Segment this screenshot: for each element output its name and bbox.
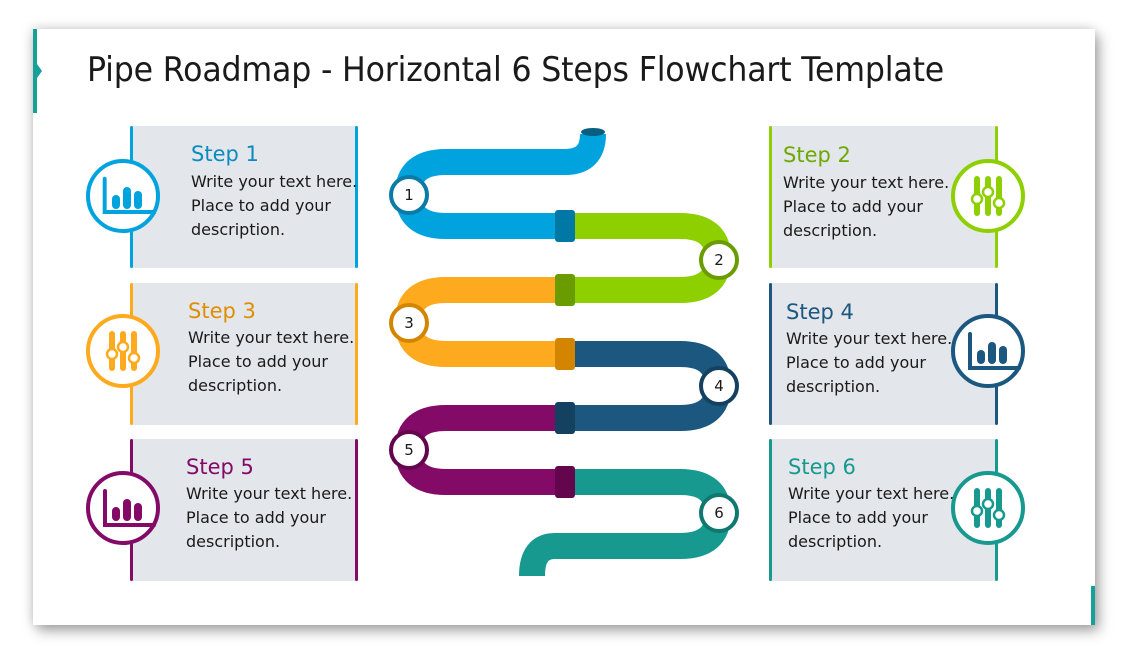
step-heading: Step 2 xyxy=(783,143,851,167)
bar-chart-icon xyxy=(102,176,156,214)
step-node-6: 6 xyxy=(699,493,739,533)
card-border xyxy=(769,126,772,268)
step-heading: Step 1 xyxy=(191,142,259,166)
step-description: Write your text here. Place to add your … xyxy=(786,329,953,396)
accent-bar-right xyxy=(1091,586,1095,625)
step-1-icon-circle xyxy=(86,159,160,233)
slide-title: Pipe Roadmap - Horizontal 6 Steps Flowch… xyxy=(87,50,945,90)
step-node-5: 5 xyxy=(389,430,429,470)
bar-chart-icon xyxy=(968,332,1021,370)
step-node-3: 3 xyxy=(389,303,429,343)
step-description: Write your text here. Place to add your … xyxy=(186,484,353,551)
step-description: Write your text here. Place to add your … xyxy=(191,172,358,239)
step-card-4: Step 4 Write your text here. Place to ad… xyxy=(769,283,995,425)
accent-notch xyxy=(37,64,42,78)
step-6-icon-circle xyxy=(951,471,1025,545)
card-border xyxy=(355,439,358,581)
accent-bar-left xyxy=(33,29,37,113)
step-heading: Step 3 xyxy=(188,299,256,323)
step-description: Write your text here. Place to add your … xyxy=(188,328,355,395)
sliders-icon xyxy=(970,176,1006,216)
step-card-2: Step 2 Write your text here. Place to ad… xyxy=(769,126,995,268)
card-border xyxy=(355,126,358,268)
step-5-icon-circle xyxy=(86,471,160,545)
step-card-1: Step 1 Write your text here. Place to ad… xyxy=(132,126,358,268)
step-heading: Step 4 xyxy=(786,300,854,324)
step-card-5: Step 5 Write your text here. Place to ad… xyxy=(132,439,358,581)
card-border xyxy=(769,439,772,581)
card-border xyxy=(355,283,358,425)
bar-chart-icon xyxy=(103,489,156,527)
pipe-coupler xyxy=(555,466,575,498)
step-heading: Step 5 xyxy=(186,455,254,479)
step-node-2: 2 xyxy=(699,240,739,280)
step-3-icon-circle xyxy=(86,314,160,388)
sliders-icon xyxy=(970,488,1006,528)
pipe-coupler xyxy=(555,210,575,242)
pipe-coupler xyxy=(555,338,575,370)
pipe-coupler xyxy=(555,274,575,306)
step-description: Write your text here. Place to add your … xyxy=(788,484,955,551)
card-border xyxy=(769,283,772,425)
step-node-1: 1 xyxy=(389,175,429,215)
pipe-coupler xyxy=(555,402,575,434)
step-heading: Step 6 xyxy=(788,455,856,479)
step-card-3: Step 3 Write your text here. Place to ad… xyxy=(132,283,358,425)
step-description: Write your text here. Place to add your … xyxy=(783,173,950,240)
sliders-icon xyxy=(105,331,141,371)
step-node-4: 4 xyxy=(699,366,739,406)
step-4-icon-circle xyxy=(951,314,1025,388)
step-2-icon-circle xyxy=(951,159,1025,233)
pipe-opening xyxy=(581,128,605,136)
